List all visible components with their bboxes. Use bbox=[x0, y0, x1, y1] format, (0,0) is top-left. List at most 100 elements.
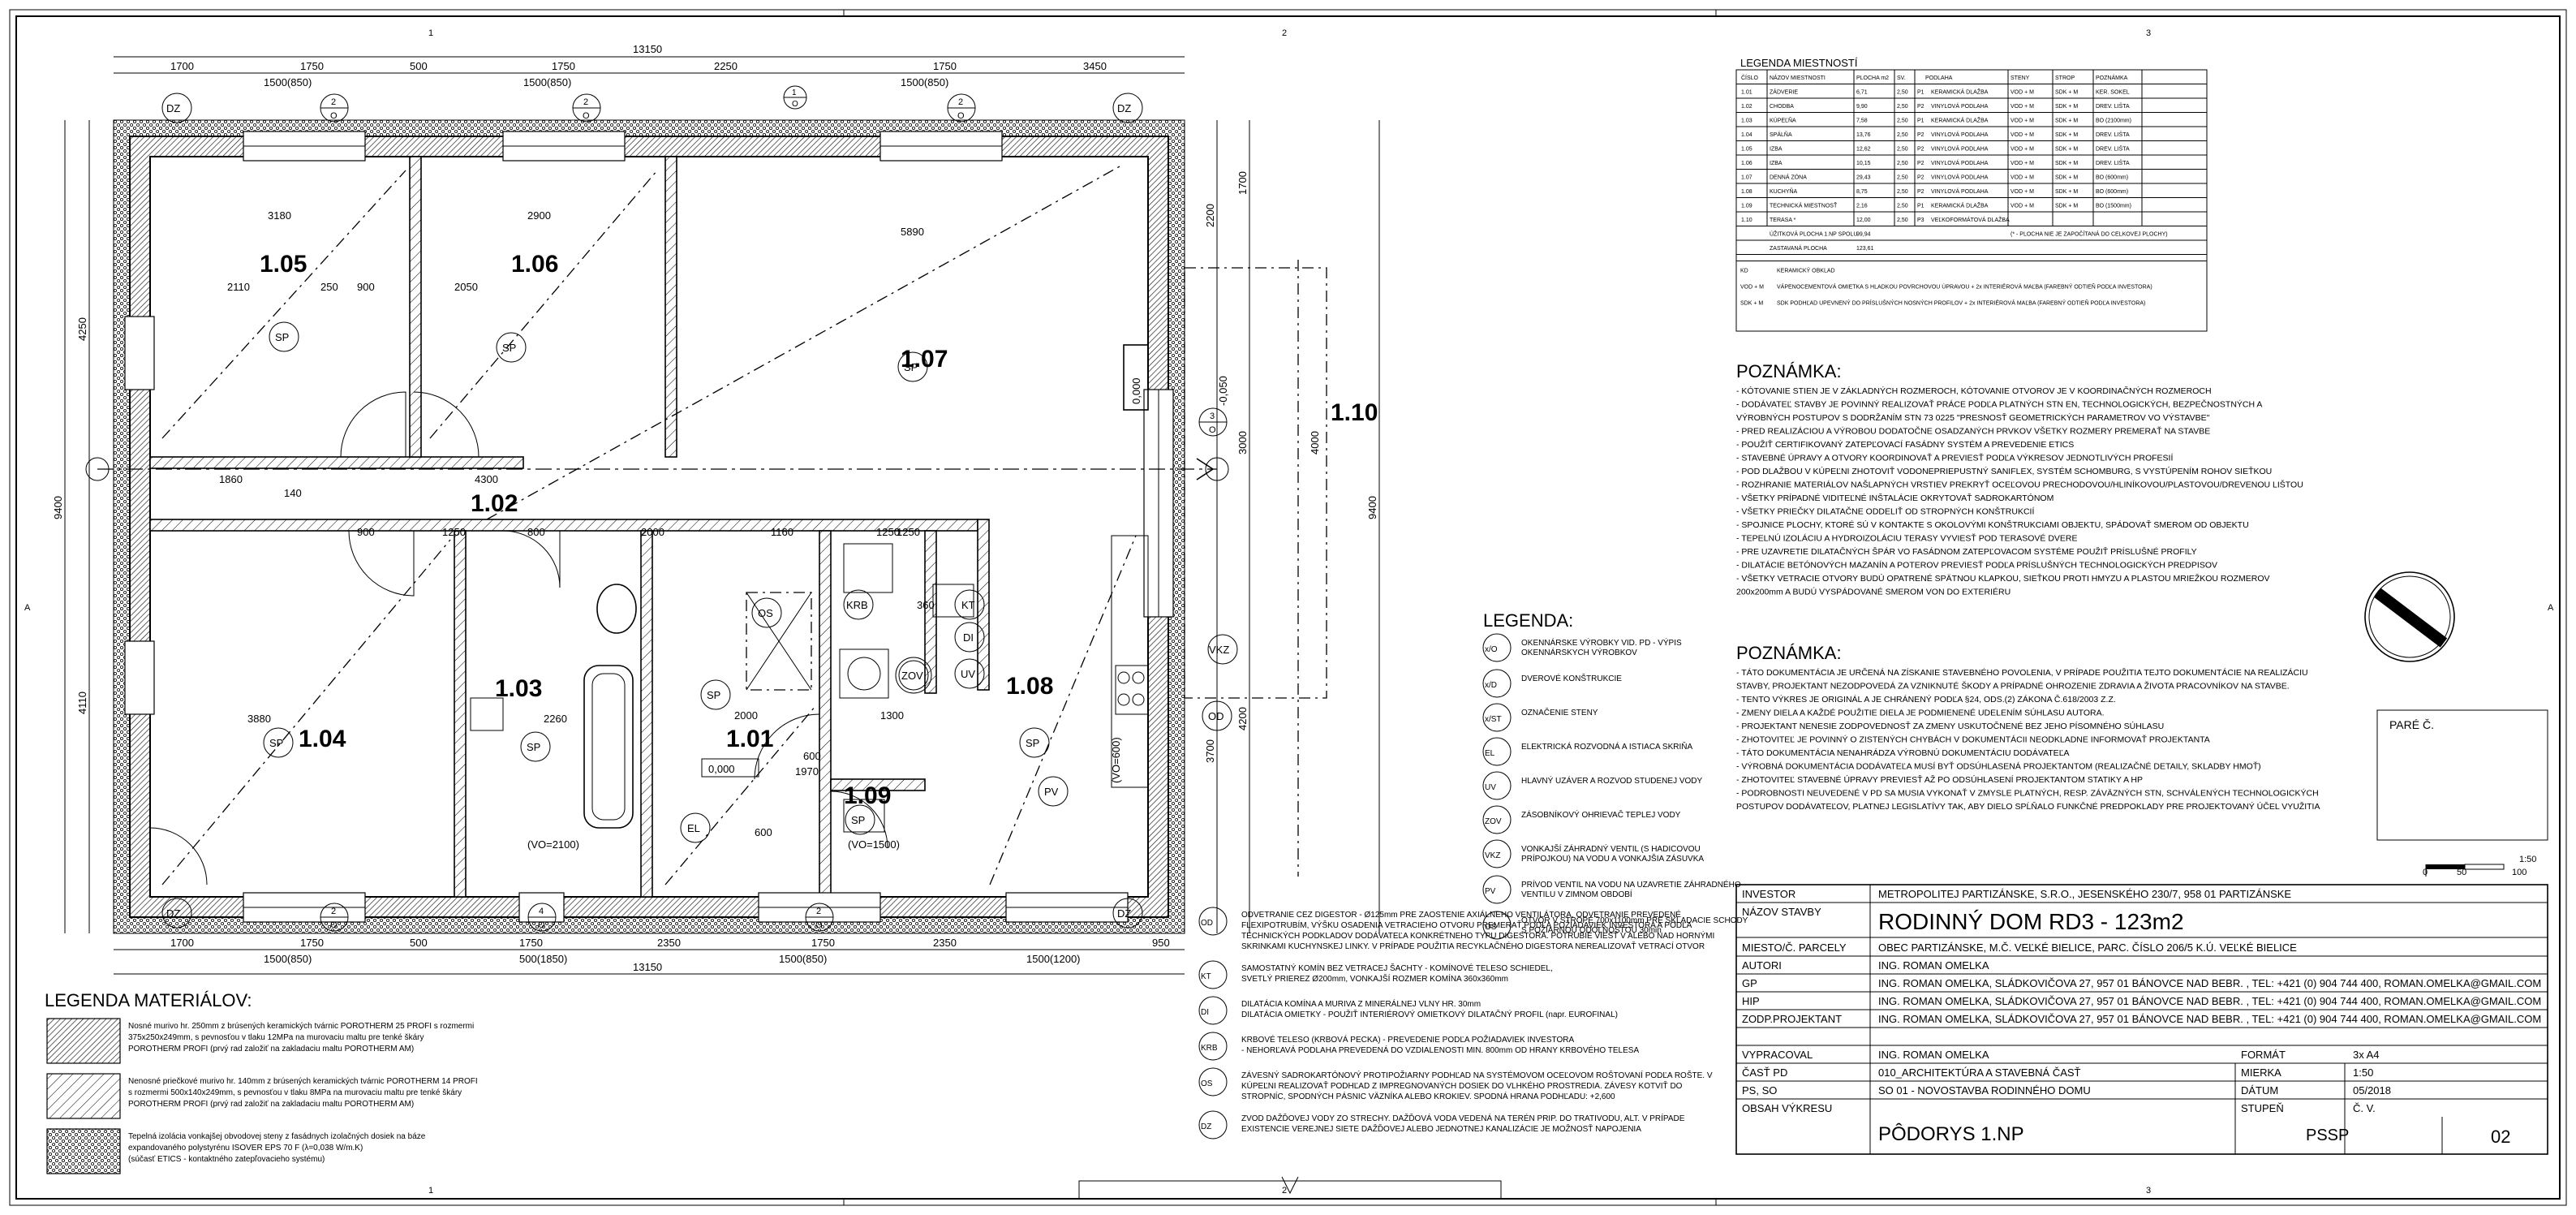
tag-pv: PV bbox=[1038, 776, 1069, 807]
tb-date-label: DÁTUM bbox=[2241, 1084, 2278, 1097]
legend-note-line: SKRINKAMI KUCHYNSKEJ LINKY. V PRÍPADE PO… bbox=[1241, 941, 1705, 951]
level-mark-2: -0,050 bbox=[1217, 376, 1229, 406]
tb-num-label: Č. V. bbox=[2353, 1102, 2376, 1114]
window-tag-type: O bbox=[330, 111, 338, 121]
room-legend-cell: SDK + M bbox=[2055, 90, 2078, 96]
tag-sp: SP bbox=[263, 727, 294, 758]
room-legend-abbr-key: SDK + M bbox=[1740, 301, 1763, 307]
room-legend-cell: 2,50 bbox=[1897, 147, 1908, 153]
note-line: - VŠETKY PRIEČKY DILATAČNE ODDELIŤ OD ST… bbox=[1736, 506, 2034, 517]
room-legend-cell: ZÁDVERIE bbox=[1770, 88, 1798, 96]
room-legend-cell: KERAMICKÁ DLAŽBA bbox=[1931, 117, 1989, 124]
dim-top-2: 1750 bbox=[300, 60, 324, 72]
window-tag-type: O bbox=[792, 100, 798, 109]
note-line: - KÓTOVANIE STIEN JE V ZÁKLADNÝCH ROZMER… bbox=[1736, 386, 2212, 396]
dim-top-3: 500 bbox=[410, 60, 428, 72]
room-legend-cell: VOD + M bbox=[2010, 132, 2034, 138]
room-legend-cell: IZBA bbox=[1770, 161, 1783, 166]
room-legend-cell: VINYLOVÁ PODLAHA bbox=[1931, 174, 1989, 181]
material-swatch bbox=[46, 1018, 121, 1064]
window-tag-type: O bbox=[1209, 425, 1216, 435]
drawing-frame: 1 2 3 1 2 3 A A bbox=[9, 9, 2567, 1206]
room-legend-abbr-key: VOD + M bbox=[1740, 285, 1764, 291]
symbol-legend-text: OKENNÁRSKYCH VÝROBKOV bbox=[1521, 647, 1637, 657]
symbol-legend-tag: VKZ bbox=[1485, 851, 1500, 860]
notes-1: POZNÁMKA: - KÓTOVANIE STIEN JE V ZÁKLADN… bbox=[1736, 361, 2303, 597]
room-legend-cell: 1.05 bbox=[1741, 147, 1752, 153]
note-line: - VŠETKY VETRACIE OTVORY BUDÚ OPATRENÉ S… bbox=[1736, 573, 2270, 584]
tb-scale: 1:50 bbox=[2353, 1066, 2373, 1079]
tb-format: 3x A4 bbox=[2353, 1049, 2380, 1061]
tag-text: SP bbox=[851, 814, 865, 826]
tag-text: OS bbox=[758, 607, 773, 619]
tag-sp: SP bbox=[496, 332, 527, 363]
tag-text: PV bbox=[1044, 786, 1059, 798]
dim-inner: 5890 bbox=[901, 226, 924, 238]
zone-label-bottom-1: 1 bbox=[428, 1186, 433, 1196]
tb-name-label: NÁZOV STAVBY bbox=[1742, 906, 1821, 918]
room-legend-cell: P2 bbox=[1917, 147, 1924, 153]
room-legend-cell: VOD + M bbox=[2010, 175, 2034, 181]
room-legend-cell: DREV. LIŠTA bbox=[2096, 159, 2130, 166]
room-legend-cell: 2,50 bbox=[1897, 90, 1908, 96]
note-line: - ROZHRANIE MATERIÁLOV NAŠLAPNÝCH VRSTIE… bbox=[1736, 480, 2303, 490]
note-line: - PODROBNOSTI NEUVEDENÉ V PD SA MUSIA VY… bbox=[1736, 788, 2319, 799]
note-line: - PROJEKTANT NENESIE ZODPOVEDNOSŤ ZA ZME… bbox=[1736, 721, 2164, 731]
room-legend-abbr-text: KERAMICKÝ OBKLAD bbox=[1777, 267, 1835, 274]
title-block: INVESTOR METROPOLITEJ PARTIZÁNSKE, S.R.O… bbox=[1735, 884, 2548, 1155]
room-1-03: 1.03 bbox=[495, 675, 542, 702]
legend-note-tag: KT bbox=[1201, 972, 1211, 981]
dim-top-7: 3450 bbox=[1083, 60, 1107, 72]
room-legend-cell: 29,43 bbox=[1856, 175, 1871, 181]
room-legend-cell: 1.04 bbox=[1741, 132, 1752, 138]
window-tag: 2O bbox=[947, 93, 976, 123]
room-legend-cell: SDK + M bbox=[2055, 175, 2078, 181]
room-legend-cell: 1.09 bbox=[1741, 204, 1752, 209]
window-tag-num: 3 bbox=[1210, 411, 1215, 421]
zone-label-left: A bbox=[24, 603, 31, 613]
tb-part-label: ČASŤ PD bbox=[1742, 1066, 1787, 1079]
room-legend-cell: TERASA * bbox=[1770, 218, 1796, 223]
scale-bar-0: 0 bbox=[2423, 868, 2428, 877]
room-legend-sum-value: 123,61 bbox=[1856, 246, 1874, 252]
north-arrow bbox=[2364, 571, 2455, 662]
note-line: - STAVEBNÉ ÚPRAVY A OTVORY KOORDINOVAŤ A… bbox=[1736, 453, 2173, 463]
plan-note-3: (VO=600) bbox=[1110, 737, 1122, 783]
tb-date: 05/2018 bbox=[2353, 1084, 2391, 1097]
window-tag-type: O bbox=[957, 111, 965, 121]
tag-text: UV bbox=[961, 668, 975, 680]
room-legend-header: PODLAHA bbox=[1925, 75, 1953, 81]
room-legend-cell: IZBA bbox=[1770, 147, 1783, 153]
dimension-left: 9400 4250 4110 bbox=[52, 120, 90, 933]
dim-inner: 900 bbox=[357, 281, 375, 293]
tag-text: SP bbox=[275, 331, 289, 343]
room-legend-cell: VINYLOVÁ PODLAHA bbox=[1931, 187, 1989, 195]
tb-ps: SO 01 - NOVOSTAVBA RODINNÉHO DOMU bbox=[1878, 1084, 2091, 1097]
tb-row-label: HIP bbox=[1742, 995, 1760, 1007]
room-legend-abbr-text: VÁPENOCEMENTOVÁ OMIETKA S HLADKOU POVRCH… bbox=[1777, 283, 2152, 291]
dim-top-1: 1700 bbox=[170, 60, 194, 72]
room-legend-cell: 2,50 bbox=[1897, 104, 1908, 110]
tag-text: KRB bbox=[846, 599, 868, 611]
tag-os: OS bbox=[751, 597, 782, 628]
dim-inner: 250 bbox=[320, 281, 338, 293]
window-tags: 2O 2O 1O 2O 3O 2O 4O 2O bbox=[320, 85, 1228, 932]
note-line: - DILATÁCIE BETÓNOVÝCH MAZANÍN A POTEROV… bbox=[1736, 560, 2217, 571]
note-line: - DODÁVATEĽ STAVBY JE POVINNÝ REALIZOVAŤ… bbox=[1736, 399, 2262, 410]
room-legend-cell: P2 bbox=[1917, 161, 1924, 166]
window-tag-type: O bbox=[538, 920, 545, 930]
room-legend-sum-value: 99,94 bbox=[1856, 232, 1871, 238]
tb-stage: PSSP bbox=[2306, 1127, 2349, 1144]
floor-plan: 1.05 1.06 1.07 1.10 1.02 1.03 1.04 1.01 … bbox=[52, 43, 1380, 975]
material-legend-line: POROTHERM PROFI (prvý rad založiť na zak… bbox=[128, 1045, 414, 1053]
water-heater bbox=[895, 657, 932, 694]
legend-note-line: - NEHORĽAVÁ PODLAHA PREVEDENÁ DO VZDIALE… bbox=[1241, 1045, 1639, 1055]
window-tag-num: 2 bbox=[958, 97, 963, 107]
symbol-legend-text: DVEROVÉ KONŠTRUKCIE bbox=[1521, 673, 1622, 683]
room-legend-cell: 13,76 bbox=[1856, 132, 1871, 138]
tag-sp: SP bbox=[700, 679, 731, 710]
note-line: - TENTO VÝKRES JE ORIGINÁL A JE CHRÁNENÝ… bbox=[1736, 694, 2116, 704]
room-legend-cell: 2,16 bbox=[1856, 204, 1868, 209]
